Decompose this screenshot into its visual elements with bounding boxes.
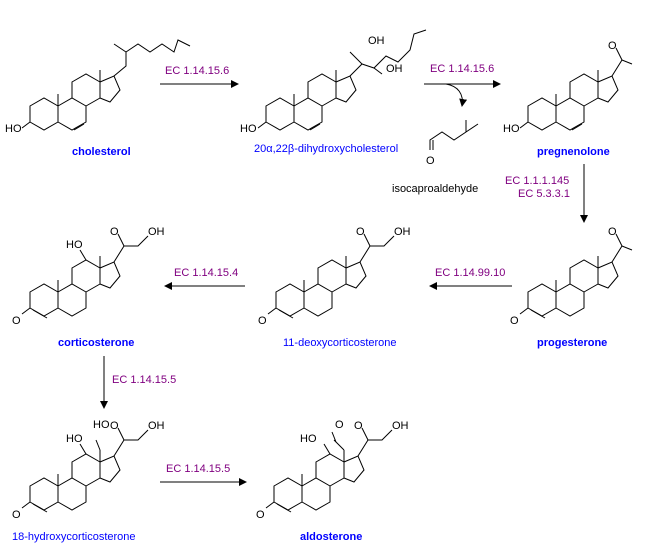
- dihydroxycholesterol-structure: [257, 29, 427, 131]
- pregnenolone-o-label: O: [608, 40, 617, 52]
- hydroxycorticosterone-o3-label: O: [12, 509, 21, 521]
- aldosterone-structure: [265, 427, 393, 513]
- enzyme-label-7: EC 1.14.15.5: [166, 463, 230, 475]
- corticosterone-structure: [21, 233, 149, 319]
- enzyme-label-3a: EC 1.1.1.145: [505, 175, 569, 187]
- aldosterone-o18-label: O: [335, 419, 344, 431]
- progesterone-o20-label: O: [608, 226, 617, 238]
- aldosterone-label: aldosterone: [300, 531, 362, 543]
- pregnenolone-structure: [519, 47, 633, 131]
- hydroxycorticosterone-oh-label: OH: [148, 420, 165, 432]
- deoxycorticosterone-o3-label: O: [258, 315, 267, 327]
- dihydroxy-oh-20-label: OH: [368, 35, 385, 47]
- aldosterone-oh-label: OH: [392, 420, 409, 432]
- cholesterol-structure: [21, 39, 191, 131]
- deoxycorticosterone-o20-label: O: [356, 226, 365, 238]
- cholesterol-ho-label: HO: [5, 123, 22, 135]
- deoxycorticosterone-oh-label: OH: [394, 226, 411, 238]
- isocaproaldehyde-label: isocaproaldehyde: [392, 183, 478, 195]
- progesterone-structure: [519, 233, 633, 319]
- isocaproaldehyde-o-label: O: [426, 155, 435, 167]
- corticosterone-label: corticosterone: [58, 337, 134, 349]
- pregnenolone-ho-label: HO: [503, 123, 520, 135]
- hydroxycorticosterone-o20-label: O: [110, 420, 119, 432]
- corticosterone-oh-label: OH: [148, 226, 165, 238]
- deoxycorticosterone-structure: [267, 233, 395, 319]
- dihydroxy-oh-22-label: OH: [386, 63, 403, 75]
- isocaproaldehyde-structure: [429, 120, 479, 150]
- pregnenolone-label: pregnenolone: [537, 146, 610, 158]
- corticosterone-ho11-label: HO: [66, 239, 83, 251]
- dihydroxycholesterol-label: 20α,22β-dihydroxycholesterol: [254, 143, 398, 155]
- aldosterone-o20-label: O: [354, 420, 363, 432]
- corticosterone-o3-label: O: [12, 315, 21, 327]
- hydroxycorticosterone-structure: [21, 427, 149, 513]
- enzyme-label-5: EC 1.14.15.4: [174, 267, 238, 279]
- hydroxycorticosterone-ho18-label: HO: [93, 419, 110, 431]
- progesterone-label: progesterone: [537, 337, 607, 349]
- enzyme-label-4: EC 1.14.99.10: [435, 267, 505, 279]
- cholesterol-label: cholesterol: [72, 146, 131, 158]
- hydroxycorticosterone-ho11-label: HO: [66, 433, 83, 445]
- hydroxycorticosterone-label: 18-hydroxycorticosterone: [12, 531, 136, 543]
- enzyme-label-3b: EC 5.3.3.1: [518, 188, 570, 200]
- enzyme-label-6: EC 1.14.15.5: [112, 374, 176, 386]
- deoxycorticosterone-label: 11-deoxycorticosterone: [283, 337, 397, 349]
- enzyme-label-1: EC 1.14.15.6: [165, 65, 229, 77]
- progesterone-o3-label: O: [510, 315, 519, 327]
- corticosterone-o20-label: O: [110, 226, 119, 238]
- arrow-side-product: [445, 83, 468, 107]
- aldosterone-o3-label: O: [256, 509, 265, 521]
- aldosterone-ho11-label: HO: [300, 433, 317, 445]
- dihydroxy-ho-label: HO: [240, 123, 257, 135]
- enzyme-label-2: EC 1.14.15.6: [430, 63, 494, 75]
